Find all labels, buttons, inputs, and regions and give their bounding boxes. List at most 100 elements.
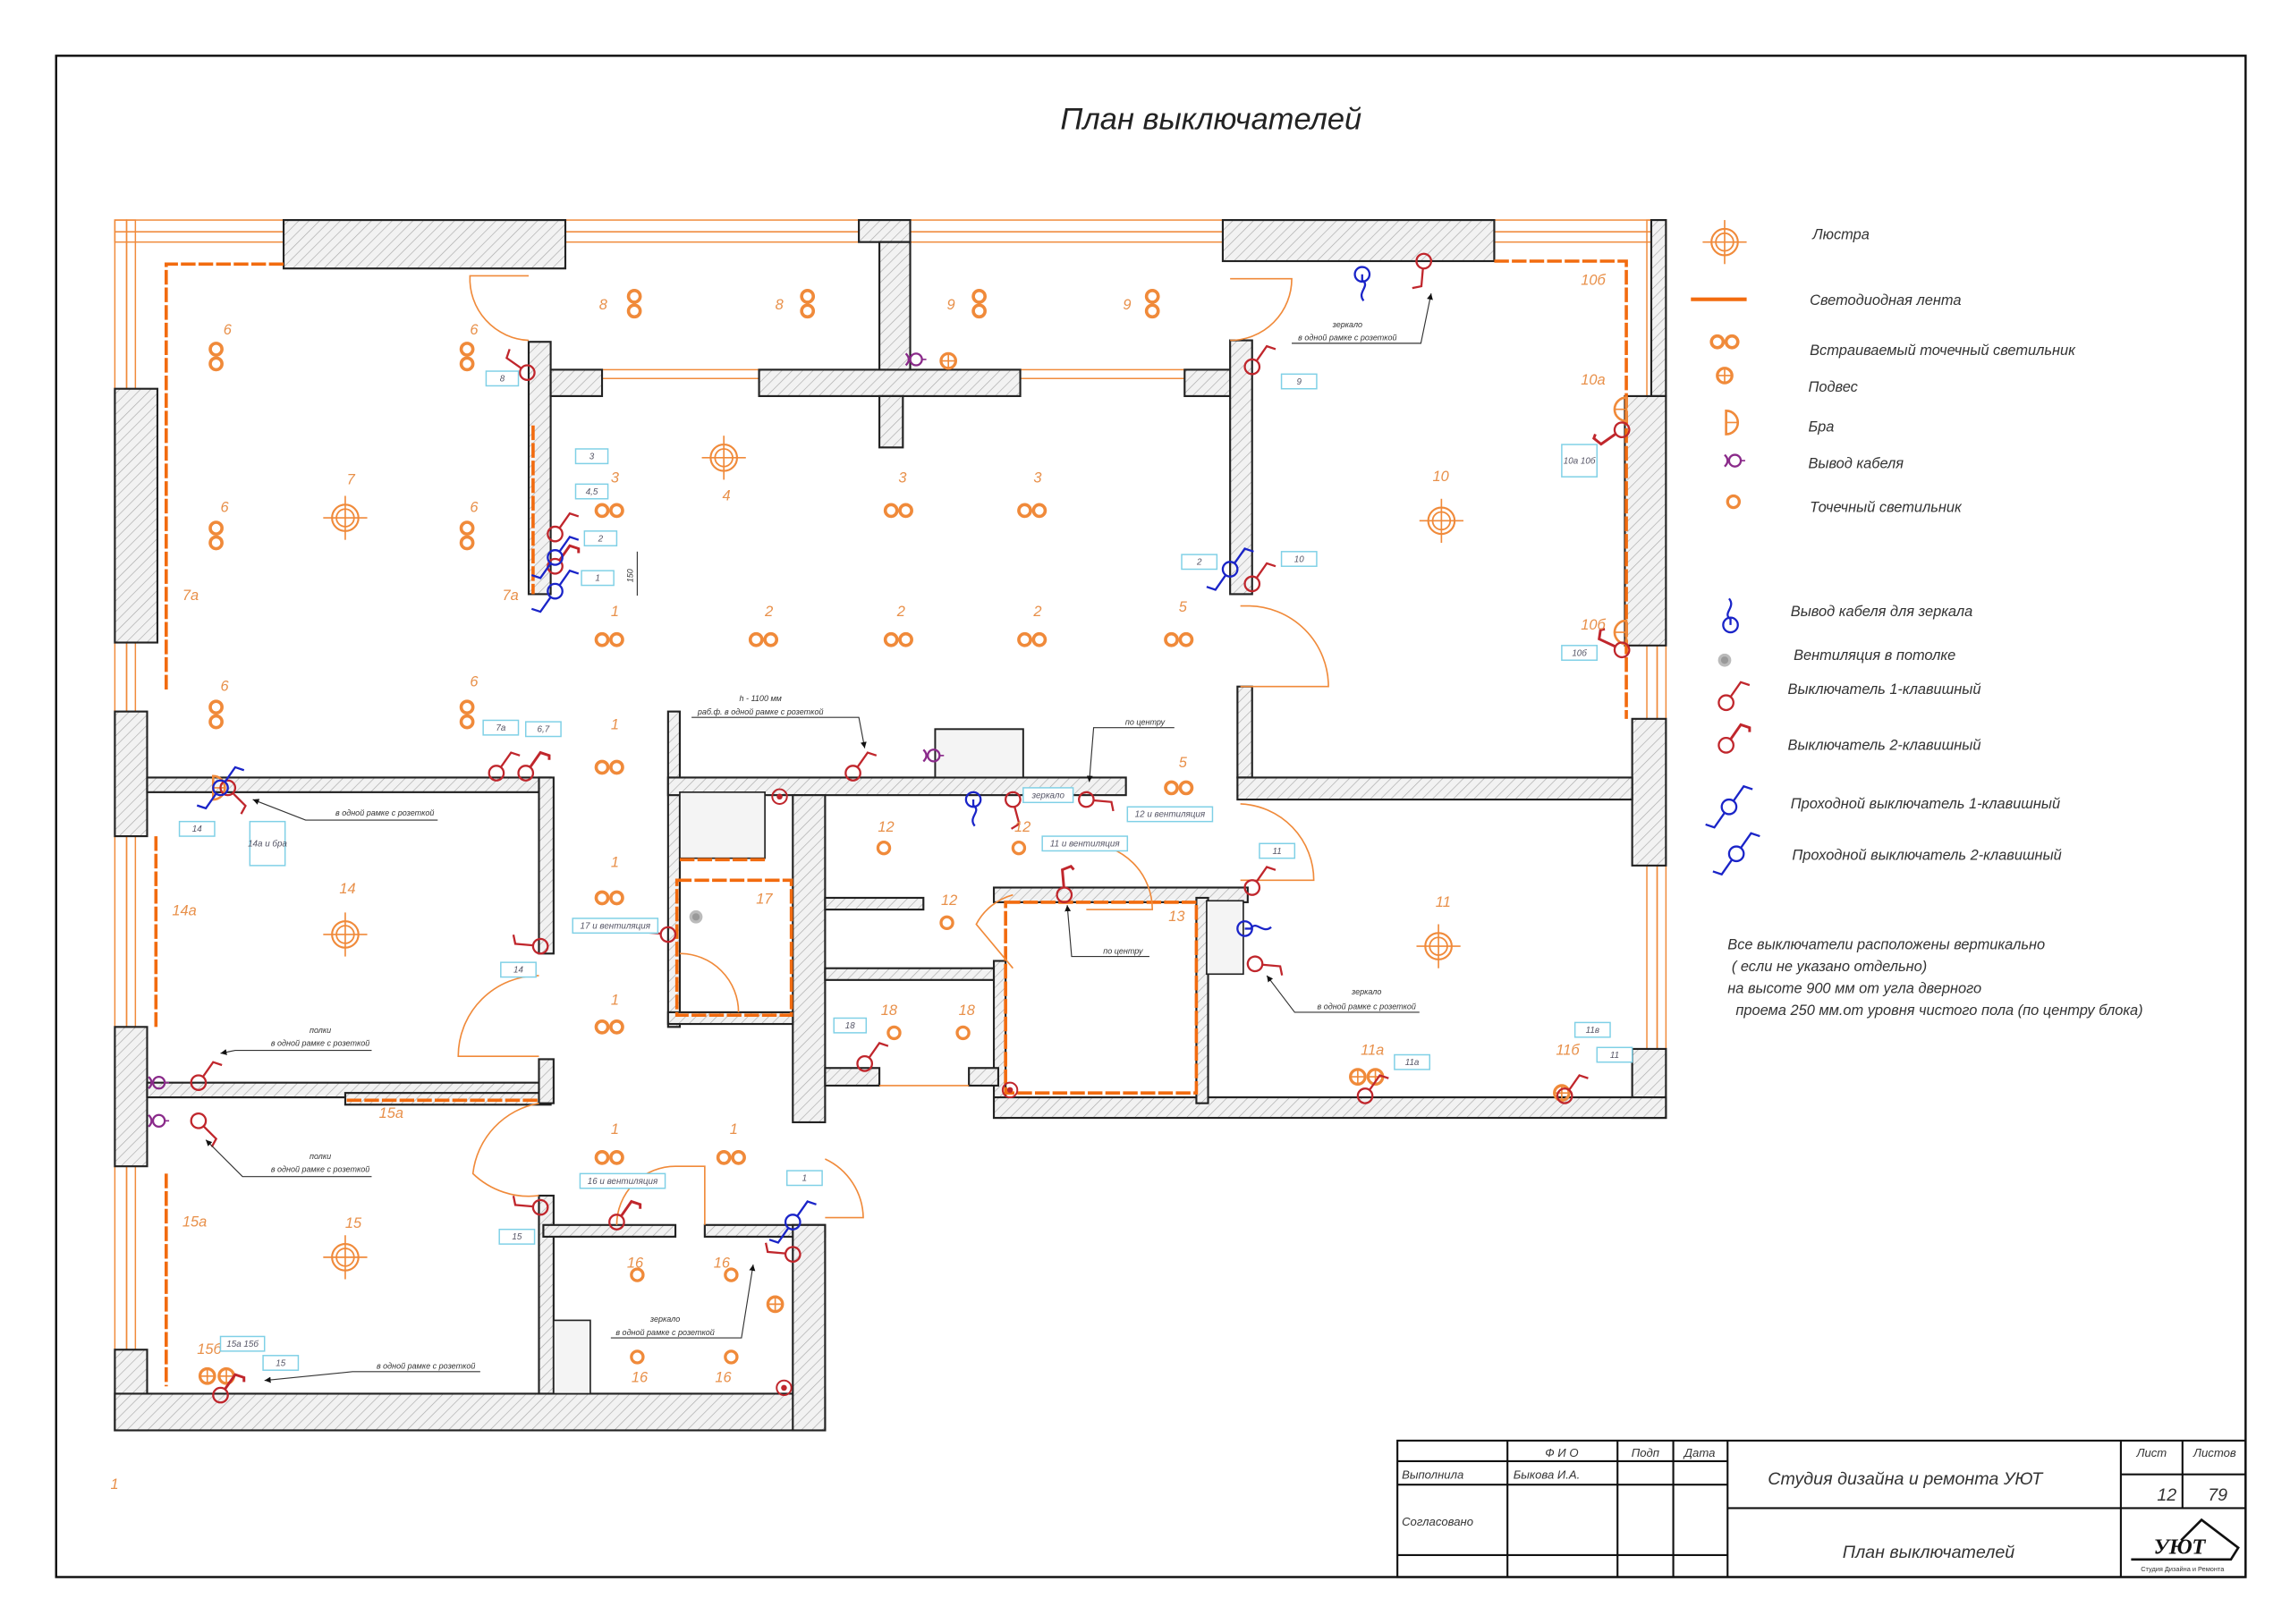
- switch-tag: зеркало: [1022, 787, 1074, 804]
- annotation: в одной рамке с розеткой: [271, 1165, 369, 1174]
- svg-text:Выключатель 2-клавишный: Выключатель 2-клавишный: [1788, 737, 1981, 753]
- group-label: 11б: [1556, 1042, 1580, 1058]
- recessed-spotlight-icon: [208, 342, 224, 372]
- chandelier-icon: [322, 911, 369, 958]
- svg-text:14: 14: [192, 825, 202, 834]
- sheets-label: Листов: [2192, 1446, 2236, 1459]
- group-label: 8: [776, 297, 785, 313]
- svg-text:15: 15: [276, 1358, 285, 1368]
- switch-tag: 9: [1280, 373, 1318, 390]
- recessed-spotlight-icon: [1164, 780, 1194, 796]
- annotation: в одной рамке с розеткой: [1298, 334, 1396, 343]
- annotation: в одной рамке с розеткой: [1317, 1002, 1415, 1011]
- recessed-spotlights: [208, 289, 1194, 1165]
- floor-plan: 6 6 7 6 6 7а 7а 6 6 8 8 9 9 4 3 3 3 1 2 …: [114, 219, 1667, 1432]
- legend-item: Подвес: [1716, 367, 1859, 395]
- switch-tag: 11: [1259, 842, 1296, 859]
- pendant-icon: [1553, 1084, 1571, 1102]
- svg-text:1: 1: [595, 574, 599, 584]
- group-label: 6: [470, 322, 479, 338]
- row-label-done: Выполнила: [1402, 1468, 1463, 1482]
- group-label: 18: [959, 1002, 976, 1019]
- recessed-spotlight-icon: [626, 289, 642, 319]
- svg-text:2: 2: [598, 534, 604, 544]
- svg-text:14: 14: [513, 966, 523, 976]
- legend-item: Вывод кабеля: [1723, 453, 1904, 471]
- group-label: 13: [1168, 909, 1184, 925]
- company-logo: УЮТ Студия Дизайна и Ремонта: [2131, 1518, 2240, 1573]
- svg-text:8: 8: [500, 375, 505, 385]
- recessed-spotlight-icon: [1709, 334, 1740, 350]
- led-strips: [154, 259, 1628, 1387]
- pendant-icon: [766, 1295, 785, 1314]
- column-header-date: Дата: [1683, 1446, 1716, 1459]
- switch-tag: 17 и вентиляция: [572, 918, 659, 935]
- mirror-cable-icon: [1353, 266, 1371, 302]
- svg-text:зеркало: зеркало: [1031, 791, 1065, 800]
- switch-tag: 11в: [1573, 1021, 1611, 1038]
- chandelier-icon: [322, 495, 369, 541]
- pendant-icon: [198, 1366, 216, 1385]
- spotlight-icon: [876, 840, 892, 856]
- group-label: 14: [339, 881, 355, 897]
- svg-text:7а: 7а: [496, 723, 505, 733]
- note-line: проема 250 мм.от уровня чистого пола (по…: [1727, 1002, 2142, 1019]
- switch-tag: 8: [485, 370, 520, 387]
- group-label: 1: [730, 1121, 738, 1138]
- switch-tag: 1: [581, 570, 615, 587]
- group-label: 1: [611, 716, 619, 732]
- recessed-spotlight-icon: [459, 520, 475, 551]
- switch-1key-icon: [547, 512, 580, 543]
- recessed-spotlight-icon: [883, 503, 913, 519]
- switch-tag: 4,5: [574, 483, 609, 500]
- switch-2key-icon: [517, 751, 551, 782]
- pendant-icon: [1716, 367, 1734, 385]
- annotation: полки: [310, 1026, 331, 1035]
- spotlight-icon: [630, 1349, 645, 1365]
- switch-tag: 15: [498, 1228, 536, 1245]
- svg-text:15а 15б: 15а 15б: [226, 1340, 259, 1349]
- chandelier-icon: [1415, 923, 1462, 969]
- legend-item: Проходной выключатель 1-клавишный: [1704, 785, 2060, 829]
- legend-item: Точечный светильник: [1726, 494, 1963, 516]
- svg-text:9: 9: [1297, 377, 1302, 387]
- group-label: 10б: [1581, 272, 1606, 288]
- svg-text:15: 15: [512, 1232, 522, 1242]
- annotation: зеркало: [1332, 320, 1362, 329]
- svg-text:Выключатель 1-клавишный: Выключатель 1-клавишный: [1788, 681, 1981, 698]
- recessed-spotlight-icon: [459, 342, 475, 372]
- annotation: в одной рамке с розеткой: [615, 1328, 714, 1337]
- group-label: 9: [1123, 297, 1131, 313]
- group-label: 7а: [502, 588, 518, 604]
- svg-text:Точечный светильник: Точечный светильник: [1810, 500, 1963, 516]
- annotation: по центру: [1125, 717, 1166, 726]
- group-label: 9: [947, 297, 955, 313]
- recessed-spotlight-icon: [594, 759, 624, 775]
- note-line: на высоте 900 мм от угла дверного: [1727, 981, 1981, 997]
- svg-text:Светодиодная лента: Светодиодная лента: [1810, 292, 1961, 309]
- recessed-spotlight-icon: [800, 289, 816, 319]
- group-label: 15: [345, 1215, 362, 1231]
- svg-text:10б: 10б: [1572, 648, 1587, 658]
- group-label: 11а: [1361, 1042, 1384, 1058]
- group-label: 3: [898, 470, 906, 486]
- spotlight-icon: [886, 1025, 902, 1041]
- svg-text:12 и вентиляция: 12 и вентиляция: [1135, 810, 1206, 820]
- group-label: 16: [715, 1369, 732, 1385]
- legend-item: Выключатель 2-клавишный: [1717, 723, 1981, 755]
- group-label: 15б: [197, 1341, 222, 1358]
- switch-tag: 11 и вентиляция: [1041, 835, 1129, 852]
- switch-tag: 6,7: [524, 721, 562, 738]
- svg-text:11в: 11в: [1586, 1026, 1599, 1036]
- svg-text:Вентиляция в потолке: Вентиляция в потолке: [1794, 647, 1955, 664]
- group-label: 16: [632, 1369, 649, 1385]
- recessed-spotlight-icon: [971, 289, 987, 319]
- recessed-spotlight-icon: [1144, 289, 1160, 319]
- pendant-icon: [1349, 1068, 1367, 1086]
- group-label: 12: [878, 819, 894, 835]
- switch-tag: 14: [178, 820, 216, 837]
- spotlight-icon: [1726, 494, 1742, 510]
- spotlight-icon: [955, 1025, 971, 1041]
- group-label: 6: [221, 500, 230, 516]
- group-label: 10: [1433, 469, 1449, 485]
